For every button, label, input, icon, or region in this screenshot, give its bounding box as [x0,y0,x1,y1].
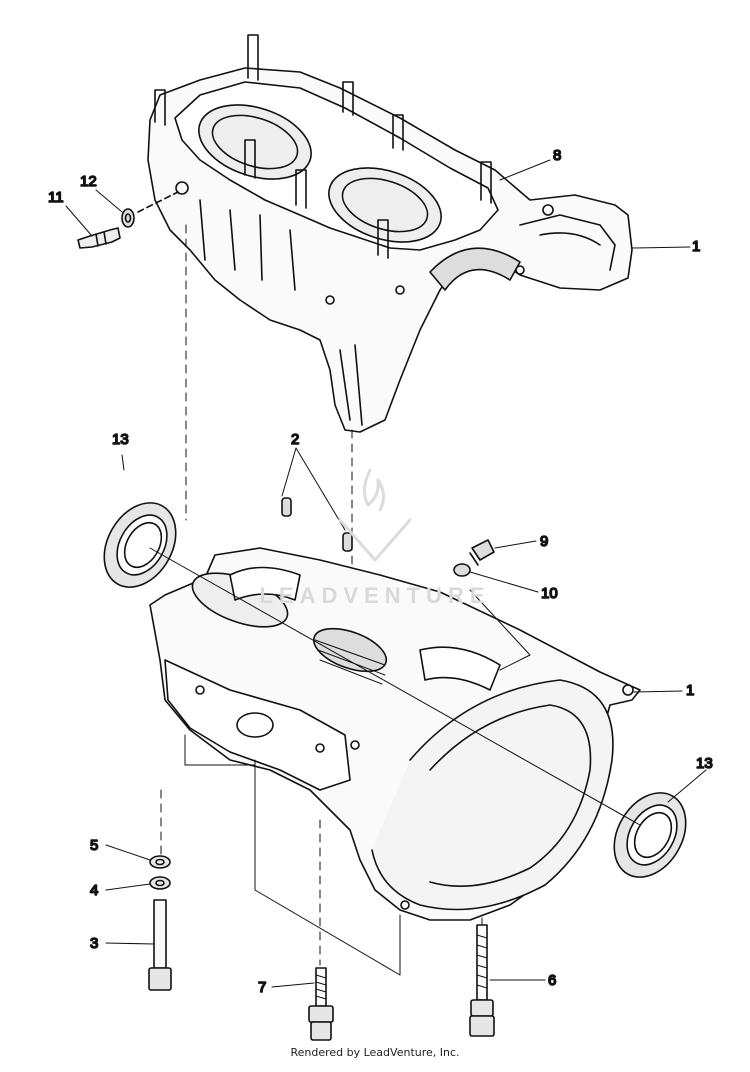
leadventure-logo-watermark [338,468,412,562]
bolt-3 [148,899,172,991]
upper-crankcase-half [147,34,633,433]
oil-seal-13-left [103,502,177,588]
callout-11: 11 [48,189,64,206]
stud-6 [469,924,495,1037]
callout-13-left: 13 [112,431,129,448]
callout-12: 12 [80,173,97,190]
watermark-text: LEADVENTURE [259,583,491,608]
callout-2: 2 [291,431,299,448]
dowel-pin-2a [281,497,292,517]
callout-5: 5 [90,837,98,854]
callout-1-upper: 1 [692,238,700,255]
callout-7: 7 [258,979,266,996]
lock-washer-4 [149,876,171,890]
callout-13-right: 13 [696,755,713,772]
fitting-9 [469,539,495,566]
fitting-11 [77,227,121,249]
lock-washer-12 [121,208,135,228]
lock-washer-10 [453,563,471,577]
callout-3: 3 [90,935,98,952]
oil-seal-13-right [613,792,687,878]
callout-8: 8 [553,147,561,164]
lower-crankcase-half [149,547,641,976]
dowel-pin-2b [342,532,353,552]
flat-washer-5 [149,855,171,869]
stud-7 [308,967,334,1041]
callout-9: 9 [540,533,548,550]
callout-10: 10 [541,585,558,602]
footer-credit: Rendered by LeadVenture, Inc. [290,1046,460,1059]
callout-4: 4 [90,882,98,899]
callout-1-lower: 1 [686,682,694,699]
callout-6: 6 [548,972,556,989]
leader-lines [65,159,707,988]
